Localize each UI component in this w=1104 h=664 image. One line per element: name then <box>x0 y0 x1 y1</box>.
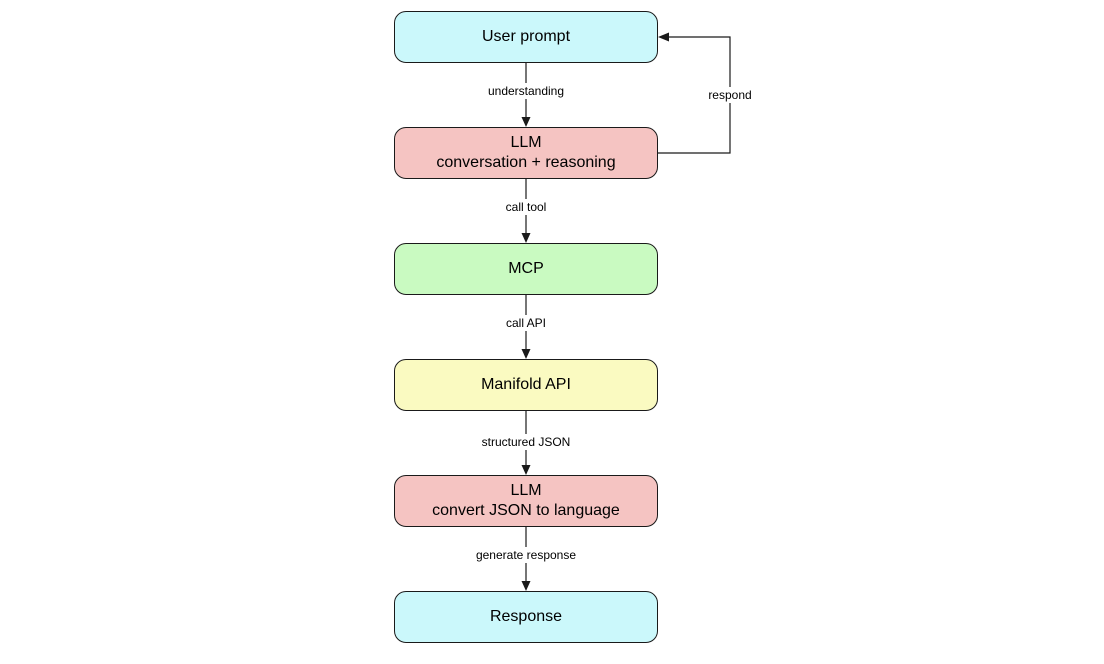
node-label: LLM <box>510 134 542 151</box>
edge-label-respond: respond <box>704 87 756 103</box>
node-label: Response <box>489 608 563 625</box>
edge-label-understanding: understanding <box>483 83 569 99</box>
node-response: Response <box>394 591 658 643</box>
edge-label-call-api: call API <box>501 315 551 331</box>
node-label: Manifold API <box>481 376 571 393</box>
node-mcp: MCP <box>394 243 658 295</box>
node-llm-conversation-reasoning: LLM conversation + reasoning <box>394 127 658 179</box>
node-label: User prompt <box>481 28 571 45</box>
node-label: LLM <box>510 482 542 499</box>
edge-label-call-tool: call tool <box>501 199 551 215</box>
node-sublabel: convert JSON to language <box>432 502 620 519</box>
node-sublabel: conversation + reasoning <box>436 154 616 171</box>
edge-label-generate-response: generate response <box>471 547 581 563</box>
node-user-prompt: User prompt <box>394 11 658 63</box>
node-label: MCP <box>508 260 544 277</box>
edge-label-structured-json: structured JSON <box>477 434 575 450</box>
node-manifold-api: Manifold API <box>394 359 658 411</box>
node-llm-convert-json: LLM convert JSON to language <box>394 475 658 527</box>
